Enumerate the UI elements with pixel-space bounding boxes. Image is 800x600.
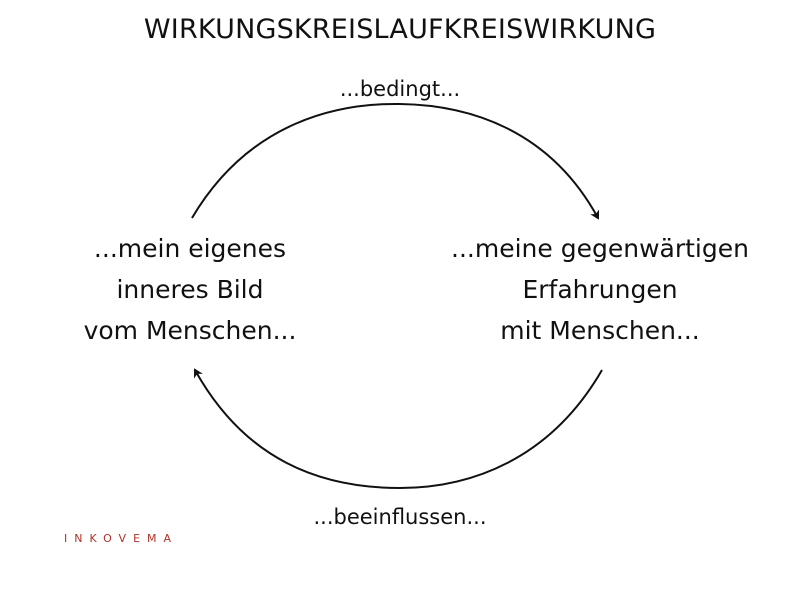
node-left-line: vom Menschen...: [83, 316, 297, 345]
brand-logo: INKOVEMA: [64, 532, 179, 545]
node-left: ...mein eigenes inneres Bild vom Mensche…: [40, 228, 340, 351]
node-right: ...meine gegenwärtigen Erfahrungen mit M…: [420, 228, 780, 351]
edge-label-bottom: ...beeinflussen...: [313, 505, 487, 529]
node-left-line: inneres Bild: [116, 275, 264, 304]
arrow-bottom: [194, 368, 603, 490]
arrow-top: [191, 102, 600, 220]
node-right-line: Erfahrungen: [522, 275, 678, 304]
diagram-title: WIRKUNGSKREISLAUFKREISWIRKUNG: [143, 14, 657, 45]
node-right-line: ...meine gegenwärtigen: [451, 234, 749, 263]
node-left-line: ...mein eigenes: [93, 234, 287, 263]
edge-label-top: ...bedingt...: [339, 77, 461, 101]
node-right-line: mit Menschen...: [500, 316, 700, 345]
